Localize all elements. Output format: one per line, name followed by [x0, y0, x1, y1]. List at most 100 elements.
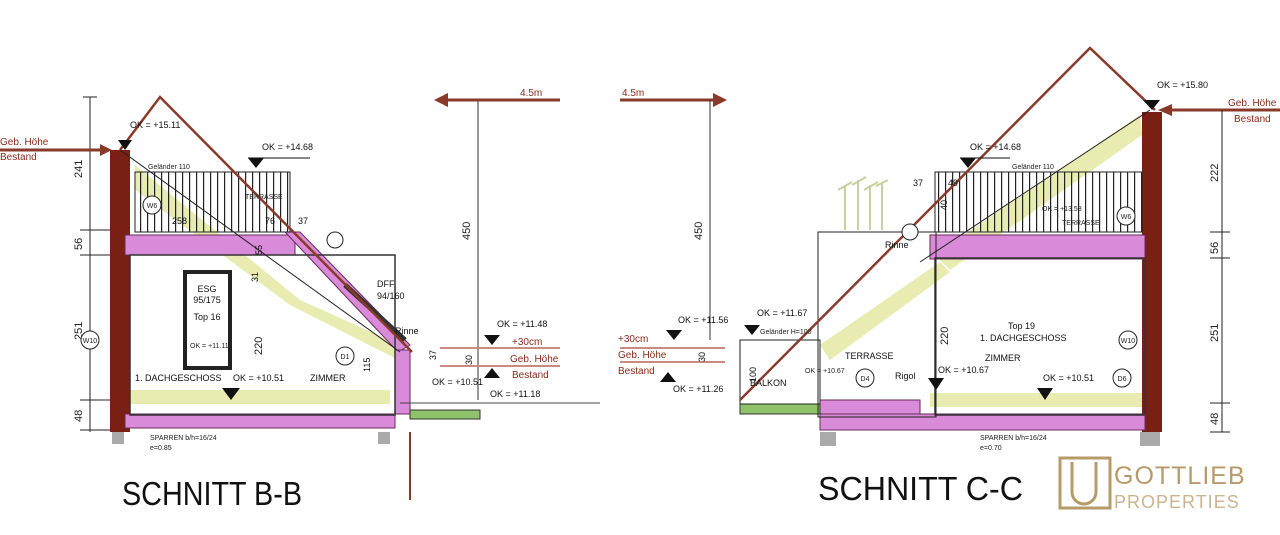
ok-floor: OK = +10.51	[233, 373, 284, 383]
ok-1118: OK = +11.18	[490, 389, 540, 399]
window-type: ESG	[197, 284, 216, 294]
ok-ext: OK = +10.51	[432, 377, 483, 387]
w6-tag: W6	[1121, 214, 1132, 221]
logo-line1: GOTTLIEB	[1114, 462, 1246, 490]
exterior-wall	[1142, 112, 1162, 432]
floor-insulation	[130, 390, 390, 404]
height-450: 450	[693, 222, 705, 240]
rinne-label: Rinne	[885, 240, 909, 250]
gutter-wall	[394, 349, 411, 415]
sparren-spacing: e=0.70	[980, 445, 1002, 452]
d6-tag: D6	[1118, 376, 1127, 383]
sparren: SPARREN b/h=16/24	[980, 435, 1047, 442]
floor-label: 1. DACHGESCHOSS	[135, 373, 222, 383]
dim-48: 48	[1209, 413, 1221, 425]
ok-window: OK = +11.11	[190, 343, 229, 350]
ok-1126: OK = +11.26	[673, 384, 723, 394]
terrasse-2: TERRASSE	[845, 351, 894, 361]
dim-56: 56	[73, 238, 85, 250]
window-unit: Top 16	[193, 312, 220, 322]
w10-tag: W10	[1121, 338, 1136, 345]
dim-115: 115	[362, 358, 372, 372]
height-450: 450	[461, 222, 473, 240]
ok-top: OK = +15.11	[130, 120, 180, 130]
plus30: +30cm	[618, 334, 648, 345]
dim-55: 55	[254, 245, 264, 255]
plus30: +30cm	[512, 337, 542, 348]
green-roof	[409, 409, 481, 420]
rinne-label: Rinne	[395, 326, 419, 336]
dim-220: 220	[939, 327, 951, 345]
terrace-slab	[929, 234, 1146, 260]
dim-30: 30	[464, 355, 474, 365]
distance-label: 4.5m	[622, 88, 644, 99]
section-b-b: 241 56 251 48 ESG 95/175 Top 16 OK = +11…	[0, 88, 600, 512]
roof-envelope-line	[119, 95, 413, 353]
vertical-dimension-chain	[80, 96, 110, 432]
d4-tag: D4	[861, 376, 870, 383]
dim-251: 251	[1209, 324, 1221, 342]
bestand-right: Bestand	[512, 370, 549, 381]
green-roof	[739, 403, 821, 415]
logo-line2: PROPERTIES	[1114, 492, 1240, 512]
ok-1148: OK = +11.48	[497, 319, 547, 329]
terrasse: TERRASSE	[1062, 220, 1100, 227]
geb-hoehe-label: Geb. Höhe	[0, 137, 49, 148]
bestand-label: Bestand	[0, 152, 37, 163]
dim-37: 37	[913, 178, 923, 188]
balkon-label: BALKON	[750, 378, 787, 388]
arrow-head	[100, 144, 112, 156]
rigol-label: Rigol	[895, 371, 916, 381]
dim-56: 56	[1209, 242, 1221, 254]
terrace-railing	[934, 171, 1143, 233]
exterior-wall	[110, 150, 130, 432]
ok-1067a: OK = +10.67	[805, 368, 845, 375]
dff-label: DFF	[377, 279, 395, 289]
ok-1156: OK = +11.56	[678, 315, 728, 325]
d1-tag: D1	[341, 354, 350, 361]
dim-76: 76	[265, 216, 275, 226]
roof-insulation	[135, 165, 400, 358]
section-title-c-c: SCHNITT C-C	[818, 470, 1023, 507]
bestand-label: Bestand	[1234, 114, 1271, 125]
ok-top: OK = +15.80	[1157, 80, 1208, 90]
dim-222: 222	[1209, 164, 1221, 182]
top-label: Top 19	[1008, 321, 1035, 331]
dim-31: 31	[250, 272, 260, 282]
window-esg	[183, 270, 232, 370]
dim-30: 30	[697, 352, 707, 362]
roof-envelope-line	[739, 46, 1156, 401]
gelaender: Geländer 110	[1012, 164, 1054, 171]
dim-49: 49	[948, 178, 958, 188]
dim-37b: 37	[428, 350, 438, 360]
ok-1051: OK = +10.51	[1043, 373, 1094, 383]
sparren-spacing: e=0.85	[150, 445, 172, 452]
section-c-c: 4.5m 450 Geb. Höhe Bestand OK = +15.80 2…	[618, 46, 1280, 507]
door-tag	[335, 346, 355, 366]
terrace-slab	[124, 234, 296, 256]
ok-1358: OK = +13.58	[1042, 206, 1082, 213]
w10-tag: W10	[83, 338, 98, 345]
dim-241: 241	[73, 160, 85, 178]
section-title-b-b: SCHNITT B-B	[122, 475, 302, 512]
geb-hoehe-label: Geb. Höhe	[1228, 98, 1277, 109]
tree-icon	[837, 176, 889, 230]
wall-tag	[142, 195, 162, 215]
ok-1167: OK = +11.67	[757, 308, 807, 318]
floor-slab	[124, 413, 396, 429]
gelaender: Geländer 110	[148, 164, 190, 171]
room-outline	[934, 257, 1146, 416]
sparren: SPARREN b/h=16/24	[150, 435, 217, 442]
foundation	[112, 432, 124, 444]
w6-tag: W6	[147, 203, 158, 210]
dim-258: 258	[172, 216, 187, 226]
terrasse: TERRASSE	[245, 194, 283, 201]
gelaender-h: Geländer H=100	[760, 329, 812, 336]
ok-1067b: OK = +10.67	[938, 365, 989, 375]
vertical-dimension-chain	[1210, 110, 1230, 433]
logo-mark-icon	[1058, 456, 1112, 510]
level-marker	[222, 388, 240, 400]
bestand-left: Bestand	[618, 366, 655, 377]
dim-37: 37	[298, 216, 308, 226]
